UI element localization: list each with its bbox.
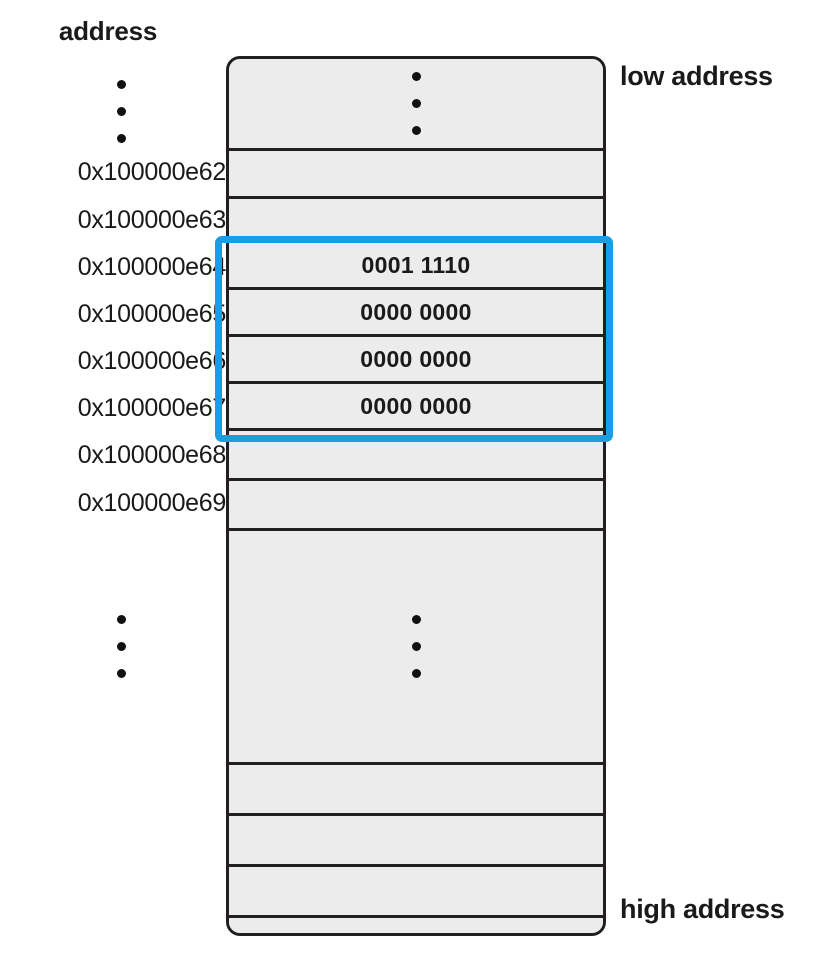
memory-cell-value-e64: 0001 1110: [361, 251, 471, 278]
memory-row-e69: [229, 481, 603, 531]
address-label-e62: 0x100000e62: [77, 158, 227, 186]
memory-row-e62: [229, 151, 603, 199]
memory-ellipsis-bottom-icon: [411, 615, 421, 678]
address-label-e63: 0x100000e63: [77, 206, 227, 234]
memory-cell-value-e67: 0000 0000: [360, 392, 472, 419]
memory-row-e65: 0000 0000: [229, 290, 603, 337]
memory-row-e68: [229, 431, 603, 481]
memory-row-blank-1: [229, 765, 603, 816]
memory-row-e63: [229, 199, 603, 243]
address-ellipsis-top-icon: [117, 80, 126, 143]
address-label-e68: 0x100000e68: [77, 441, 227, 469]
address-label-e66: 0x100000e66: [77, 347, 227, 375]
memory-row-e67: 0000 0000: [229, 384, 603, 431]
address-label-e67: 0x100000e67: [77, 394, 227, 422]
memory-row-blank-3: [229, 867, 603, 918]
high-address-label: high address: [620, 894, 785, 924]
memory-block: 0001 1110 0000 0000 0000 0000 0000 0000: [226, 56, 606, 936]
memory-row-e66: 0000 0000: [229, 337, 603, 384]
memory-ellipsis-top-icon: [411, 72, 421, 135]
memory-row-e64: 0001 1110: [229, 243, 603, 290]
address-ellipsis-bottom-icon: [117, 615, 126, 678]
address-column-header: address: [58, 16, 158, 46]
memory-cell-value-e65: 0000 0000: [360, 298, 472, 325]
address-label-e64: 0x100000e64: [77, 253, 227, 281]
low-address-label: low address: [620, 61, 773, 91]
memory-row-blank-4: [229, 918, 603, 933]
memory-row-ellipsis-bottom: [229, 531, 603, 765]
memory-cell-value-e66: 0000 0000: [360, 345, 472, 372]
address-label-e65: 0x100000e65: [77, 300, 227, 328]
address-label-e69: 0x100000e69: [77, 489, 227, 517]
memory-row-blank-2: [229, 816, 603, 867]
memory-row-ellipsis-top: [229, 59, 603, 151]
